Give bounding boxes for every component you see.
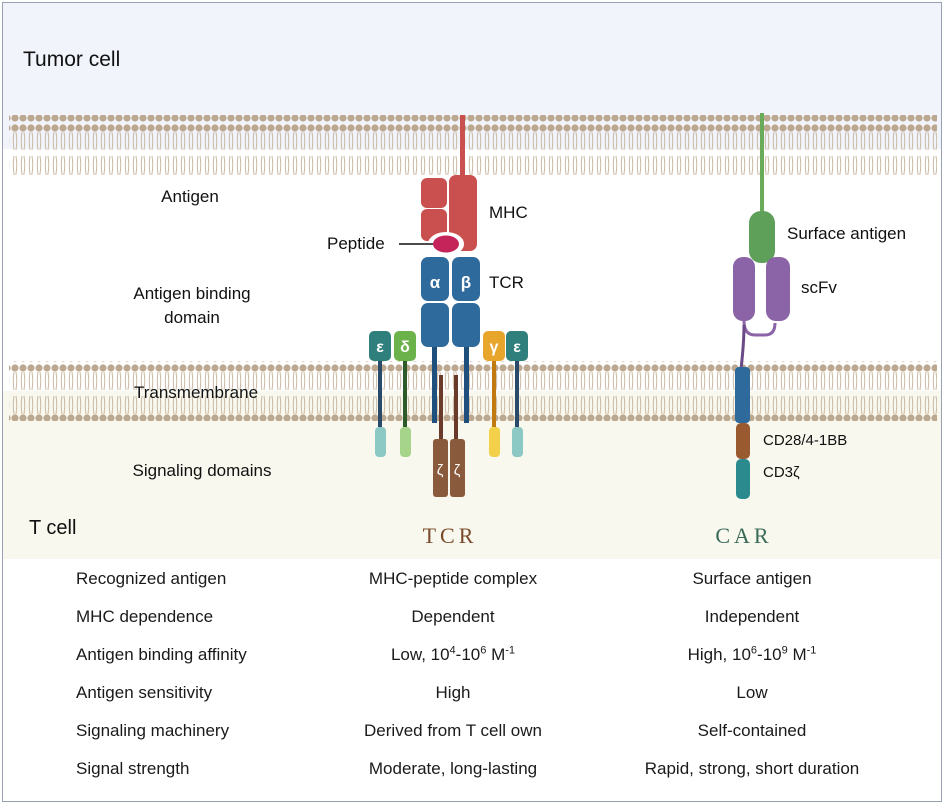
table-row: MHC dependence Dependent Independent xyxy=(3,603,941,633)
feature-label: MHC dependence xyxy=(76,607,214,626)
feature-label: Recognized antigen xyxy=(76,569,227,588)
peptide-molecule xyxy=(433,235,459,253)
tcr-label: TCR xyxy=(489,273,524,292)
scfv-domain xyxy=(733,257,790,370)
delta-label: δ xyxy=(400,339,410,356)
tcr-beta-label: β xyxy=(461,273,471,292)
cd3-epsilon-right xyxy=(506,331,528,457)
tumor-cell-label: Tumor cell xyxy=(23,48,120,71)
car-affinity-exp3: -1 xyxy=(806,644,817,657)
surface-antigen-label: Surface antigen xyxy=(787,224,906,243)
car-affinity-exp1: 6 xyxy=(750,644,758,657)
tcell-membrane xyxy=(9,361,937,421)
feature-label: Antigen sensitivity xyxy=(76,683,213,702)
cd28-41bb-domain xyxy=(736,423,750,459)
tcr-title: TCR xyxy=(423,523,478,548)
transmembrane-label: Transmembrane xyxy=(134,383,258,402)
zeta-left-label: ζ xyxy=(437,462,444,479)
zeta-right-label: ζ xyxy=(454,462,461,479)
car-title: CAR xyxy=(715,523,772,548)
epsilon-left-label: ε xyxy=(376,339,384,356)
tcr-affinity-exp1: 4 xyxy=(449,644,456,657)
diagram: Tumor cell T cell Antigen Antigen bindin… xyxy=(3,3,941,559)
gamma-label: γ xyxy=(490,339,499,356)
tcr-affinity-exp3: -1 xyxy=(505,644,516,657)
car-value: Self-contained xyxy=(697,721,807,740)
car-affinity-mid: -10 xyxy=(757,645,782,664)
tumor-membrane xyxy=(9,115,937,175)
tcr-affinity-pre: Low, 10 xyxy=(390,645,450,664)
surface-antigen-molecule xyxy=(749,113,775,263)
car-affinity-pre: High, 10 xyxy=(687,645,751,664)
epsilon-right-label: ε xyxy=(513,339,521,356)
binding-domain-label-1: Antigen binding xyxy=(133,284,250,303)
car-value: Surface antigen xyxy=(692,569,812,588)
table-row: Antigen binding affinity Low, 104-106 M-… xyxy=(3,641,941,671)
peptide-label: Peptide xyxy=(327,234,385,253)
car-value: Low xyxy=(736,683,768,702)
car-value: Independent xyxy=(704,607,800,626)
car-affinity-unit: M xyxy=(787,645,807,664)
tcr-value: Derived from T cell own xyxy=(364,721,542,740)
cd3-epsilon-left xyxy=(369,331,391,457)
tcr-value: Dependent xyxy=(411,607,495,626)
tcr-alpha-label: α xyxy=(430,273,441,292)
feature-label: Signaling machinery xyxy=(76,721,230,740)
table-row: Recognized antigen MHC-peptide complex S… xyxy=(3,565,941,595)
tcr-alpha-beta xyxy=(421,257,480,423)
cd3-gamma xyxy=(483,331,505,457)
car-affinity-exp2: 9 xyxy=(781,644,788,657)
car-value: High, 106-109 M-1 xyxy=(688,645,817,665)
antigen-label: Antigen xyxy=(161,187,219,206)
car-value: Rapid, strong, short duration xyxy=(644,759,860,778)
tcr-value: Low, 104-106 M-1 xyxy=(391,645,515,665)
tcr-value: Moderate, long-lasting xyxy=(368,759,538,778)
table-row: Signal strength Moderate, long-lasting R… xyxy=(3,755,941,785)
scfv-label: scFv xyxy=(801,278,837,297)
cd3-zeta-chains xyxy=(433,375,465,497)
cd3z-label: CD3ζ xyxy=(763,464,800,481)
cd3z-domain xyxy=(736,459,750,499)
table-row: Signaling machinery Derived from T cell … xyxy=(3,717,941,747)
mhc-label: MHC xyxy=(489,203,528,222)
table-row: Antigen sensitivity High Low xyxy=(3,679,941,709)
cd3-delta xyxy=(394,331,416,457)
feature-label: Antigen binding affinity xyxy=(76,645,247,664)
signaling-domains-label: Signaling domains xyxy=(133,461,272,480)
tcr-affinity-unit: M xyxy=(486,645,506,664)
binding-domain-label-2: domain xyxy=(164,308,220,327)
car-transmembrane xyxy=(735,367,750,423)
tcr-affinity-mid: -10 xyxy=(455,645,481,664)
cd28-41bb-label: CD28/4-1BB xyxy=(763,432,847,449)
tcell-label: T cell xyxy=(29,517,76,539)
feature-label: Signal strength xyxy=(76,759,190,778)
tcr-value: MHC-peptide complex xyxy=(368,569,538,588)
tcr-affinity-exp2: 6 xyxy=(480,644,487,657)
tcr-value: High xyxy=(435,683,471,702)
